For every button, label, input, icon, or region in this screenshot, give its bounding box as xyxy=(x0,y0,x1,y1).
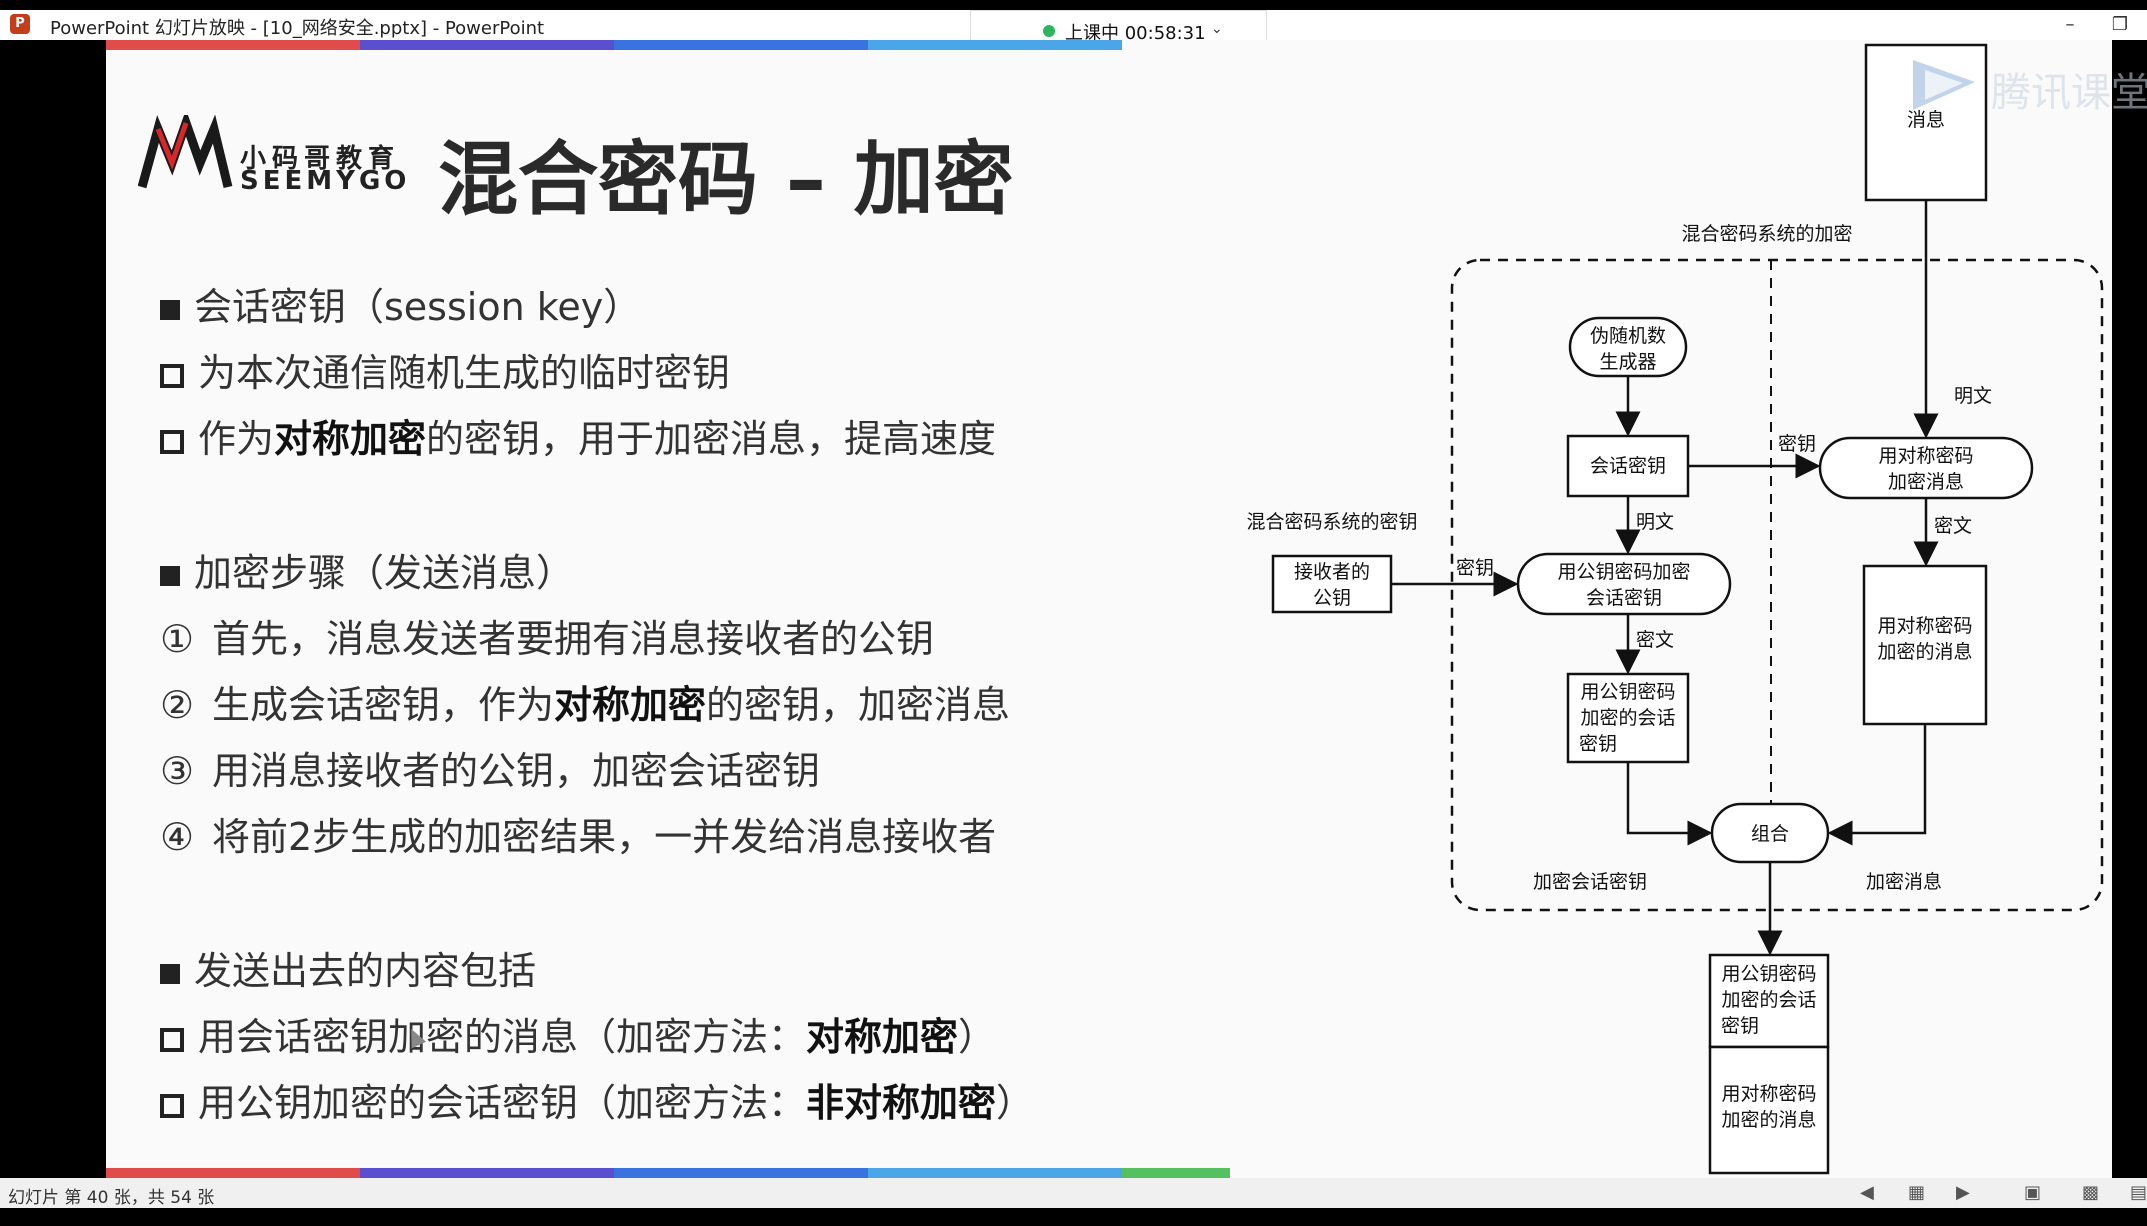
hollow-square-bullet-icon xyxy=(160,1027,184,1052)
slide-counter: 幻灯片 第 40 张，共 54 张 xyxy=(8,1188,215,1208)
svg-text:加密的会话: 加密的会话 xyxy=(1721,989,1816,1011)
live-dot-icon xyxy=(1043,25,1055,37)
output-encrypted-message-box xyxy=(1708,1045,1830,1175)
slide-menu-icon[interactable]: ▦ xyxy=(1908,1182,1926,1203)
bottom-color-bar xyxy=(106,1168,1230,1178)
chevron-down-icon[interactable]: ⌄ xyxy=(1211,21,1223,37)
system-label: 混合密码系统的加密 xyxy=(1681,223,1852,245)
svg-text:明文: 明文 xyxy=(1636,511,1674,533)
normal-view-icon[interactable]: ▣ xyxy=(2024,1182,2042,1203)
section2-heading: 加密步骤（发送消息） xyxy=(160,542,574,597)
slide-title: 混合密码 – 加密 xyxy=(438,133,1014,226)
svg-text:用对称密码: 用对称密码 xyxy=(1721,1083,1816,1105)
svg-text:接收者的: 接收者的 xyxy=(1294,561,1370,583)
svg-text:组合: 组合 xyxy=(1751,823,1789,845)
class-status-text: 上课中 00:58:31 xyxy=(1065,23,1206,44)
hollow-square-bullet-icon xyxy=(160,1093,184,1118)
section3-item: 用公钥加密的会话密钥（加密方法：非对称加密） xyxy=(160,1072,1034,1127)
svg-text:密文: 密文 xyxy=(1934,515,1972,537)
svg-text:明文: 明文 xyxy=(1954,385,1992,407)
restore-button[interactable]: ❐ xyxy=(2111,14,2129,35)
key-system-label: 混合密码系统的密钥 xyxy=(1246,511,1417,533)
svg-text:密钥: 密钥 xyxy=(1778,433,1816,455)
svg-text:用对称密码: 用对称密码 xyxy=(1878,445,1973,467)
svg-text:用对称密码: 用对称密码 xyxy=(1877,615,1972,637)
seemygo-logo xyxy=(138,115,233,189)
svg-text:生成器: 生成器 xyxy=(1599,351,1656,373)
svg-text:加密会话密钥: 加密会话密钥 xyxy=(1533,871,1647,893)
receiver-pubkey-box xyxy=(1271,554,1393,614)
previous-slide-icon[interactable]: ◀ xyxy=(1860,1182,1874,1203)
svg-text:会话密钥: 会话密钥 xyxy=(1586,587,1662,609)
minimize-button[interactable]: – xyxy=(2065,14,2075,35)
next-slide-icon[interactable]: ▶ xyxy=(1956,1182,1970,1203)
section1-item: 作为对称加密的密钥，用于加密消息，提高速度 xyxy=(160,408,996,463)
reading-view-icon[interactable]: ▤ xyxy=(2130,1182,2147,1203)
square-bullet-icon xyxy=(160,565,180,586)
section1-heading: 会话密钥（session key） xyxy=(160,276,641,331)
slide-sorter-icon[interactable]: ▩ xyxy=(2082,1182,2100,1203)
square-bullet-icon xyxy=(160,963,180,984)
hybrid-encryption-diagram: 消息 混合密码系统的加密 伪随机数 生成器 会话密钥 用对称密码 加密消息 混合… xyxy=(1246,43,2104,1175)
svg-text:加密的消息: 加密的消息 xyxy=(1721,1109,1816,1131)
svg-text:用公钥密码: 用公钥密码 xyxy=(1580,681,1675,703)
svg-text:会话密钥: 会话密钥 xyxy=(1590,455,1666,477)
section1-item: 为本次通信随机生成的临时密钥 xyxy=(160,342,730,397)
statusbar: 幻灯片 第 40 张，共 54 张 ◀ ▦ ▶ ▣ ▩ ▤ xyxy=(0,1178,2147,1208)
svg-text:密钥: 密钥 xyxy=(1721,1015,1759,1037)
system-dashed-boundary xyxy=(1450,258,2104,912)
logo-text-en: SEEMYGO xyxy=(240,166,411,196)
svg-text:加密的消息: 加密的消息 xyxy=(1877,641,1972,663)
section3-heading: 发送出去的内容包括 xyxy=(160,940,536,995)
top-color-bar xyxy=(106,40,1242,50)
svg-text:加密消息: 加密消息 xyxy=(1888,471,1964,493)
svg-text:用公钥密码: 用公钥密码 xyxy=(1721,963,1816,985)
tencent-classroom-watermark: 腾讯课堂 xyxy=(1905,50,2147,120)
section3-item: 用会话密钥加密的消息（加密方法：对称加密） xyxy=(160,1006,996,1061)
window-title: PowerPoint 幻灯片放映 - [10_网络安全.pptx] - Powe… xyxy=(50,18,545,39)
hollow-square-bullet-icon xyxy=(160,363,184,388)
square-bullet-icon xyxy=(160,299,180,320)
output-encrypted-key-box xyxy=(1708,953,1830,1049)
svg-text:伪随机数: 伪随机数 xyxy=(1590,325,1666,347)
play-logo-icon xyxy=(1913,60,1975,110)
svg-text:加密消息: 加密消息 xyxy=(1866,871,1942,893)
svg-text:公钥: 公钥 xyxy=(1313,587,1351,609)
svg-text:密钥: 密钥 xyxy=(1579,733,1617,755)
message-label: 消息 xyxy=(1907,109,1945,131)
powerpoint-icon: P xyxy=(10,14,30,34)
logo-text-cn: 小码哥教育 xyxy=(240,144,401,174)
svg-text:密文: 密文 xyxy=(1636,629,1674,651)
svg-text:加密的会话: 加密的会话 xyxy=(1580,707,1675,729)
svg-text:用公钥密码加密: 用公钥密码加密 xyxy=(1557,561,1690,583)
svg-text:密钥: 密钥 xyxy=(1456,557,1494,579)
hollow-square-bullet-icon xyxy=(160,429,184,454)
